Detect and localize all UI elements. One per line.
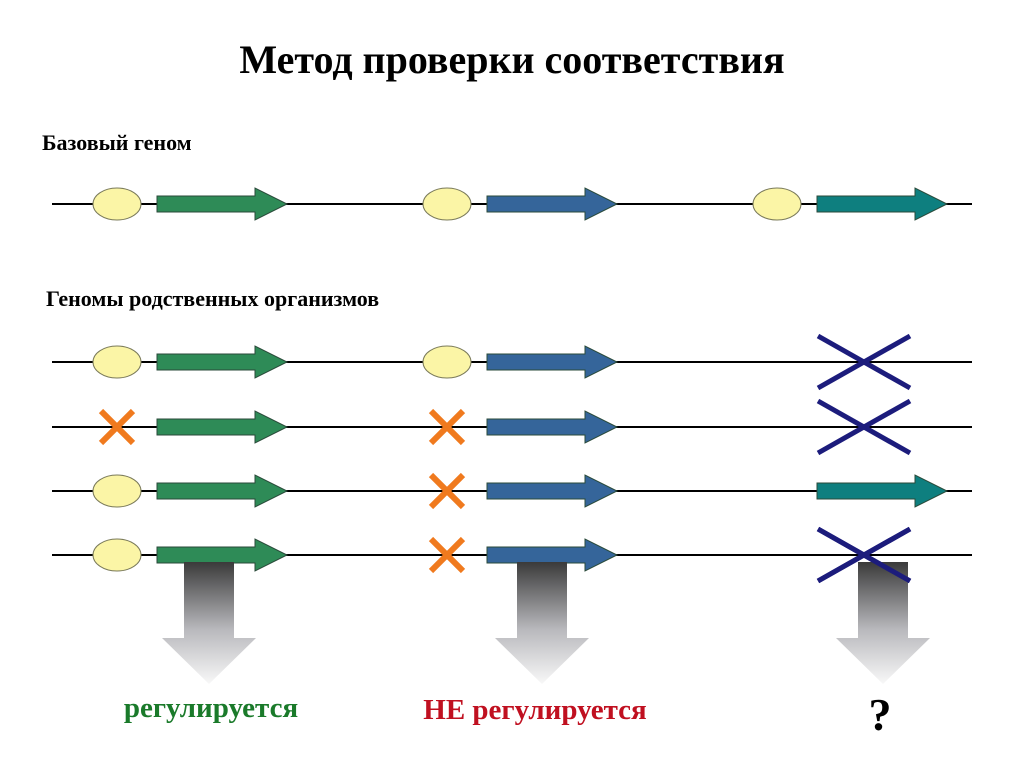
genome-row-related-3 — [52, 472, 972, 510]
site-absent-mark — [428, 408, 466, 446]
related-genomes-label: Геномы родственных организмов — [46, 286, 380, 311]
site-absent-mark — [428, 472, 466, 510]
base-genome-label: Базовый геном — [42, 130, 192, 155]
gene-arrow — [816, 187, 949, 221]
down-arrow — [836, 562, 930, 684]
gene-arrow — [156, 187, 289, 221]
result-unknown: ? — [868, 689, 892, 740]
gene-arrow — [486, 410, 619, 444]
gene-absent-mark — [816, 398, 912, 456]
gene-arrow — [156, 474, 289, 508]
site-absent-mark — [98, 408, 136, 446]
binding-site — [92, 345, 142, 379]
genome-row-base — [52, 187, 972, 221]
binding-site — [422, 187, 472, 221]
binding-site — [92, 538, 142, 572]
gene-absent-mark — [816, 526, 912, 584]
down-arrow — [495, 562, 589, 684]
genome-row-related-2 — [52, 398, 972, 456]
gene-arrow — [156, 345, 289, 379]
down-arrow — [162, 562, 256, 684]
gene-arrow — [486, 345, 619, 379]
result-regulated: регулируется — [123, 692, 299, 724]
page-title: Метод проверки соответствия — [239, 37, 785, 82]
binding-site — [422, 345, 472, 379]
gene-arrow — [486, 187, 619, 221]
binding-site — [92, 187, 142, 221]
gene-arrow — [486, 474, 619, 508]
binding-site — [752, 187, 802, 221]
gene-arrow — [156, 410, 289, 444]
result-not-regulated: НЕ регулируется — [423, 694, 647, 726]
site-absent-mark — [428, 536, 466, 574]
genome-row-related-4 — [52, 526, 972, 584]
binding-site — [92, 474, 142, 508]
gene-arrow — [816, 474, 949, 508]
gene-absent-mark — [816, 333, 912, 391]
genome-row-related-1 — [52, 333, 972, 391]
